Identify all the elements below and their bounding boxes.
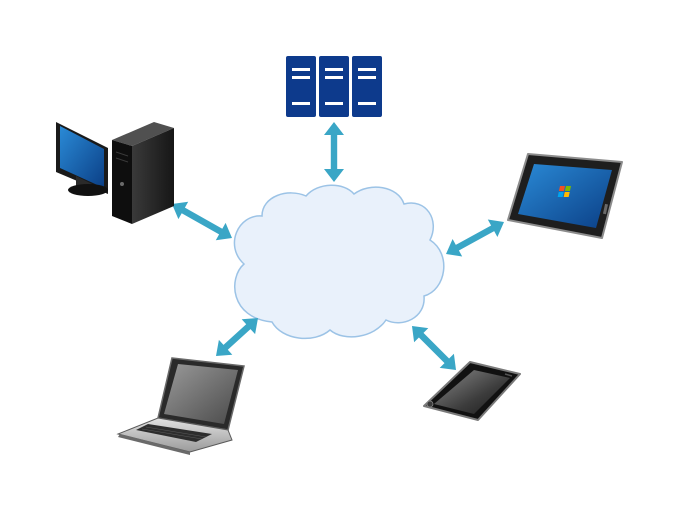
- arrow-cloud-server: [324, 122, 344, 182]
- server-slot: [358, 68, 376, 71]
- double-arrow: [412, 326, 456, 370]
- arrow-cloud-laptop: [216, 318, 258, 356]
- laptop-icon: [116, 357, 245, 455]
- arrow-cloud-desktop: [172, 201, 232, 241]
- server-slot: [358, 76, 376, 79]
- connection-arrows: [172, 122, 504, 370]
- server-unit: [319, 56, 349, 117]
- desktop-computer-icon: [56, 122, 174, 224]
- double-arrow: [324, 122, 344, 182]
- laptop-screen: [164, 364, 238, 424]
- server-unit: [286, 56, 316, 117]
- server-slot: [325, 102, 343, 105]
- arrow-cloud-tablet: [446, 219, 504, 257]
- server-slot: [292, 76, 310, 79]
- server-slot: [325, 68, 343, 71]
- smartphone-icon: [423, 361, 521, 421]
- double-arrow: [216, 318, 258, 356]
- server-slot: [292, 102, 310, 105]
- smartphone-screen: [434, 370, 510, 414]
- server-unit: [352, 56, 382, 117]
- tablet-icon: [507, 153, 623, 239]
- double-arrow: [172, 201, 232, 241]
- server-slot: [292, 68, 310, 71]
- cloud-icon: [233, 184, 445, 340]
- server-slot: [358, 102, 376, 105]
- double-arrow: [446, 219, 504, 257]
- windows-logo-icon: [557, 186, 571, 197]
- arrow-cloud-smartphone: [412, 326, 456, 370]
- server-slot: [325, 76, 343, 79]
- desktop-screen: [60, 126, 104, 188]
- server-rack-icon: [286, 56, 382, 117]
